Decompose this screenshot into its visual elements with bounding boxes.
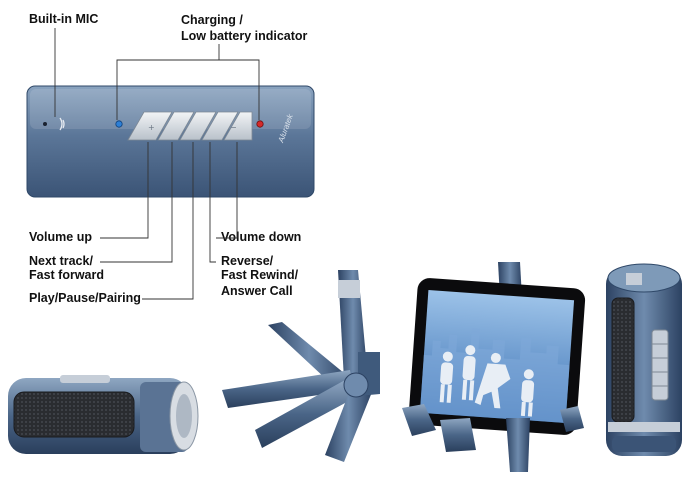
mic-icon	[43, 122, 47, 126]
label-next-track-line2: Fast forward	[29, 268, 105, 282]
button-group: + −	[127, 111, 253, 141]
label-volume-down: Volume down	[221, 230, 302, 244]
stand-open	[222, 270, 380, 462]
svg-text:−: −	[230, 123, 237, 132]
reverse-button	[201, 111, 239, 141]
play-pause-button	[179, 111, 217, 141]
label-reverse-line2: Fast Rewind/	[221, 268, 299, 282]
mic-symbol-icon	[59, 117, 65, 131]
blue-led-icon	[115, 120, 123, 128]
label-charging-line1: Charging /	[181, 13, 243, 27]
red-led-icon	[256, 120, 264, 128]
speaker-upright	[606, 263, 682, 456]
label-reverse-line1: Reverse/	[221, 254, 274, 268]
next-track-button	[157, 111, 195, 141]
control-panel: + − Aluratek	[26, 85, 315, 198]
label-reverse-line3: Answer Call	[221, 284, 293, 298]
tablet-on-stand	[402, 262, 586, 472]
label-play-pause: Play/Pause/Pairing	[29, 291, 141, 305]
label-next-track-line1: Next track/	[29, 254, 93, 268]
label-volume-up: Volume up	[29, 230, 92, 244]
speaker-horizontal	[8, 375, 199, 454]
label-charging-line2: Low battery indicator	[181, 29, 308, 43]
callout-lines	[54, 28, 260, 300]
svg-text:+: +	[148, 123, 155, 132]
label-built-in-mic: Built-in MIC	[29, 12, 99, 26]
volume-up-button	[127, 111, 173, 141]
volume-down-button	[223, 111, 253, 141]
